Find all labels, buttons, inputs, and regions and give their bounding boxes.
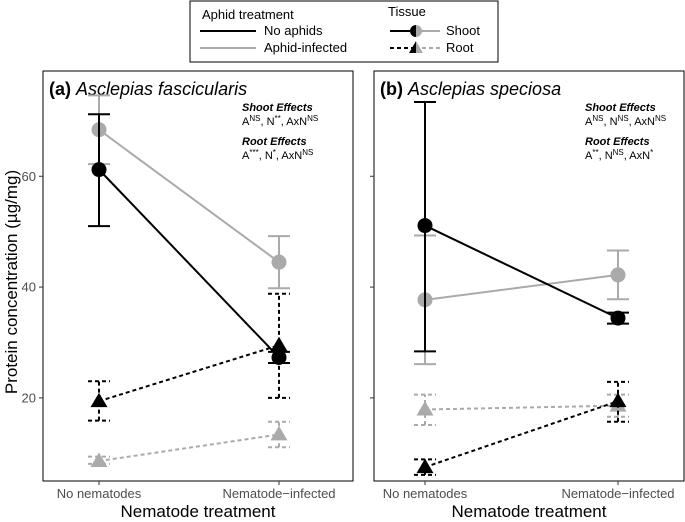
data-point [610,310,626,326]
legend-aphid-infected-label: Aphid-infected [264,40,347,55]
series-line [424,224,619,320]
effects-heading: Shoot Effects [585,102,656,114]
series-root-no-aphids [88,292,290,422]
panel-b: (b) Asclepias speciosa Shoot EffectsANS,… [370,70,685,521]
panel-a-title: (a) Asclepias fascicularis [49,79,247,99]
series-line [98,344,280,403]
effects-heading: Root Effects [242,136,307,148]
y-tick-label: 20 [22,390,36,405]
series-root-aphid-infected [414,393,629,427]
y-tick-label: 60 [22,169,36,184]
series-line [424,404,619,411]
panel-a-y-ticks: 20 40 60 [22,169,43,405]
data-point [416,401,434,416]
effects-stats: A***, N*, AxNNS [242,148,313,162]
panel-b-border [373,70,685,482]
panel-b-y-ticks [370,175,374,399]
series-line [98,128,280,263]
legend-root-label: Root [446,40,474,55]
effects-heading: Shoot Effects [242,102,313,114]
panel-a-marks [88,94,290,468]
legend-root-swatch [390,41,440,53]
series-shoot-no-aphids [414,101,629,353]
legend: Aphid treatment No aphids Aphid-infected… [189,0,499,63]
panel-a-border [42,70,354,482]
panel-a-title-prefix: (a) [49,79,71,99]
panel-b-title-species: Asclepias speciosa [407,79,561,99]
panel-b-x-ticks: No nematodes Nematode−infected [383,481,675,501]
effects-stats: ANS, N**, AxNNS [242,114,318,128]
data-point [609,392,627,408]
legend-shoot-label: Shoot [446,23,480,38]
series-root-aphid-infected [88,420,290,468]
data-point [90,392,108,408]
data-point [270,336,288,352]
panel-b-marks [414,101,629,476]
y-axis-label: Protein concentration (µg/mg) [2,170,21,394]
x-tick-label: No nematodes [383,486,468,501]
legend-shoot-swatch [390,25,440,37]
panel-b-title-prefix: (b) [380,79,403,99]
data-point [270,425,288,441]
x-tick-label: Nematode−infected [222,486,335,501]
effects-stats: ANS, NNS, AxNNS [585,114,666,128]
series-line [98,168,280,359]
effects-heading: Root Effects [585,136,650,148]
data-point [271,254,287,270]
series-shoot-aphid-infected [414,234,629,366]
series-root-no-aphids [414,380,629,476]
x-tick-label: Nematode−infected [561,486,674,501]
series-line [424,400,619,469]
y-tick-label: 40 [22,280,36,295]
data-point [417,218,433,234]
panel-a-title-species: Asclepias fascicularis [75,79,247,99]
panel-b-x-axis-label: Nematode treatment [452,502,607,521]
data-point [416,458,434,474]
panel-a-x-axis-label: Nematode treatment [121,502,276,521]
series-shoot-no-aphids [88,113,290,365]
series-line [98,433,280,463]
data-point [271,349,287,365]
x-tick-label: No nematodes [57,486,142,501]
panel-a-x-ticks: No nematodes Nematode−infected [57,481,336,501]
legend-aphid-title: Aphid treatment [202,7,294,22]
legend-no-aphids-label: No aphids [264,23,323,38]
legend-tissue-title: Tissue [388,4,426,19]
panel-b-title: (b) Asclepias speciosa [380,79,561,99]
data-point [90,452,108,468]
data-point [91,162,107,178]
panel-a: (a) Asclepias fascicularis Shoot Effects… [22,70,354,521]
effects-stats: A**, NNS, AxN* [585,148,653,162]
series-line [424,273,619,301]
data-point [610,267,626,283]
